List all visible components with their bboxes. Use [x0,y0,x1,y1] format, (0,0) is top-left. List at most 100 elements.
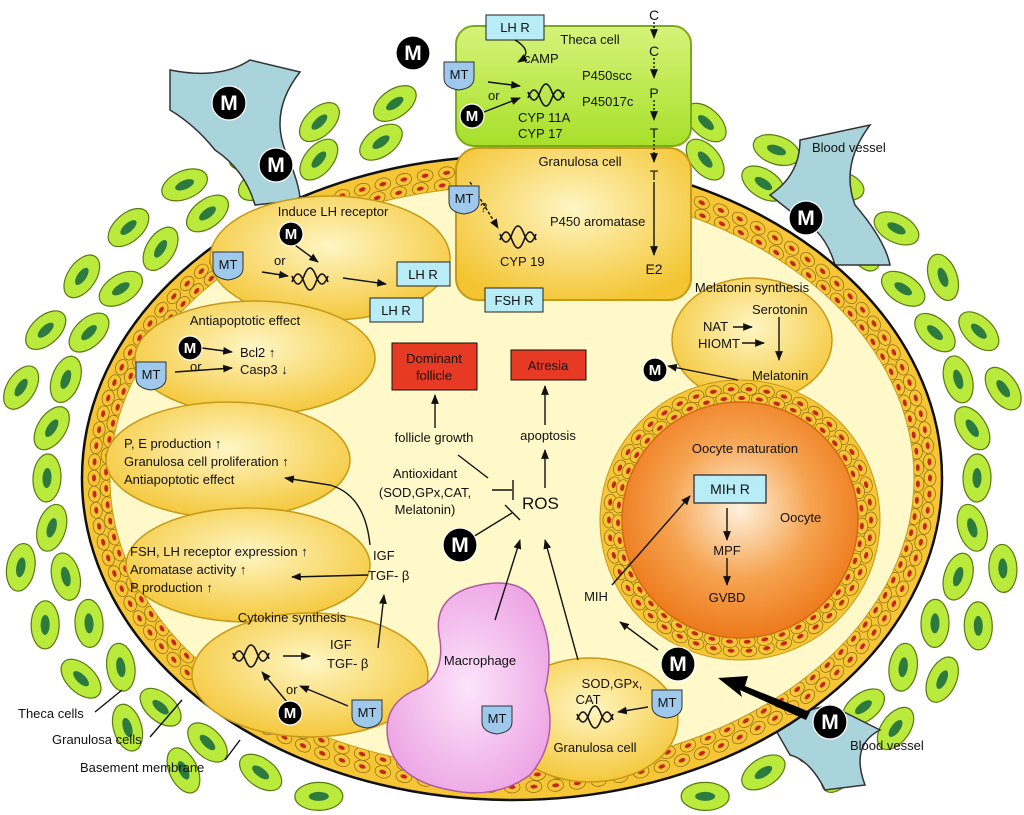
granulosa-cell [92,518,106,535]
theca-cell [98,270,144,307]
granulosa-cell [820,657,835,673]
mpf-label: MPF [713,543,741,558]
svg-text:MT: MT [450,67,469,82]
granulosa-cell [673,753,691,768]
cyp19-label: CYP 19 [500,254,545,269]
mih-r-label: MIH R [710,481,750,497]
granulosa-cell [909,389,923,407]
granulosa-cell [295,738,311,753]
theca-cell [187,722,228,763]
macrophage-cell [386,582,551,794]
theca-cell [142,226,179,272]
theca-cell [185,194,229,233]
lh-r-label: LH R [500,20,530,35]
granulosa-cell [693,746,710,761]
theca-cell [298,102,340,143]
text-labels: Theca cell LH R cAMP or P450scc P45017c … [18,7,924,775]
cumulus-cell [611,514,625,532]
lh-r-induced-1-label: LH R [408,267,438,282]
melatonin-icon: M [258,147,294,183]
svg-text:M: M [184,340,197,357]
lh-receptor-induced-1 [396,261,451,287]
cumulus-cell [733,391,750,405]
granulosa-cell [89,437,103,455]
ros-label: ROS [522,494,559,513]
theca-cell [33,406,70,451]
antioxidant-list-1: (SOD,GPx,CAT, [379,485,471,500]
melatonin-icon: M [277,700,303,726]
steroid-c-1: C [649,7,659,23]
follicle-growth-label: follicle growth [395,430,474,445]
theca-cell [3,365,40,410]
p450scc-label: P450scc [582,68,632,83]
apoptosis-label: apoptosis [520,428,576,443]
granulosa-cell [166,651,181,668]
cumulus-cell [603,529,617,547]
melatonin-icon: M [278,221,304,247]
cyp11a-label: CYP 11A [518,110,571,125]
question-label: ? [480,200,487,215]
granulosa-cell [843,288,858,305]
atresia-box [510,349,587,381]
melatonin-icon: M [211,85,247,121]
granulosa-cell [87,469,101,487]
melatonin-entry-arrow [718,676,810,720]
theca-cell [962,453,992,503]
granulosa-cell [767,710,783,726]
theca-cell [741,754,786,791]
granulosa-cell [525,780,543,793]
granulosa-cell [867,624,881,641]
theca-cell [105,642,136,692]
blood-vessel-label-top: Blood vessel [812,140,886,155]
lh-receptor-induced-2 [369,297,424,323]
camp-label: cAMP [524,51,559,66]
macrophage-label: Macrophage [444,653,516,668]
granulosa-cell [713,738,729,753]
cat-label: CAT [575,692,600,707]
granulosa-cell [154,638,169,655]
or-label: or [488,88,500,103]
granulosa-cell [923,469,937,487]
granulosa-cell [101,389,115,407]
svg-text:M: M [451,534,469,557]
granulosa-cell [829,664,845,681]
granulosa-cell [887,344,901,361]
granulosa-proliferation-label: Granulosa cell proliferation ↑ [124,454,289,469]
induce-lh-title: Induce LH receptor [278,204,389,219]
mt-receptor-icon: MT [448,185,480,215]
or-label: or [286,682,298,697]
theca-cell [925,656,959,703]
serotonin-label: Serotonin [752,302,808,317]
granulosa-cell [374,765,392,779]
granulosa-cell [99,480,113,497]
svg-text:M: M [466,108,479,125]
melatonin-synthesis-title: Melatonin synthesis [695,280,810,295]
dominant-follicle-label-1: Dominant [406,351,462,366]
theca-cell [752,134,801,167]
lh-r-induced-2-label: LH R [381,303,411,318]
dominant-follicle-label-2: follicle [416,368,452,383]
mt-receptor-icon: MT [351,699,383,729]
mt-receptor-icon: MT [443,61,475,91]
cumulus-cell [656,619,673,635]
granulosa-cell [815,263,830,279]
granulosa-cell [895,580,909,597]
mih-label: MIH [584,589,608,604]
antioxidant-label: Antioxidant [393,466,458,481]
theca-cell [920,598,950,648]
theca-cell [876,706,915,751]
p45017c-label: P45017c [582,94,634,109]
granulosa-cell [800,689,815,704]
cumulus-cell [722,382,740,396]
granulosa-cell [154,301,169,318]
granulosa-cell [314,746,331,761]
theca-cell [294,781,344,811]
theca-cell [956,503,988,552]
legend-granulosa-cells: Granulosa cells [52,732,142,747]
or-label: or [190,359,202,374]
svg-text:MT: MT [142,367,161,382]
melatonin-icon: M [788,200,824,236]
aromatase-activity-label: Aromatase activity ↑ [130,562,246,577]
